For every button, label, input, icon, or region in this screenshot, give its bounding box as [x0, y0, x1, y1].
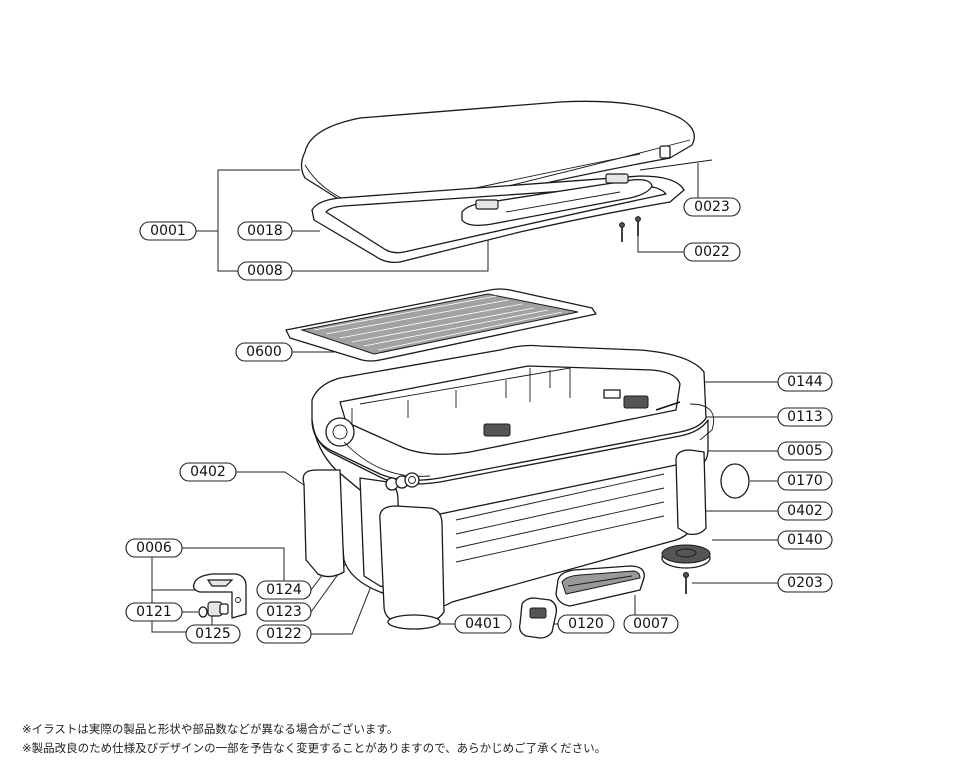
label-0123: 0123: [256, 602, 312, 622]
svg-text:0007: 0007: [633, 616, 669, 632]
label-0401: 0401: [454, 614, 512, 634]
cap-part: [720, 463, 750, 499]
drain-bracket-part: [192, 573, 247, 619]
svg-text:0008: 0008: [247, 263, 283, 279]
foot-part: [661, 544, 711, 594]
svg-text:0402: 0402: [787, 503, 823, 519]
svg-text:0023: 0023: [694, 199, 730, 215]
disclaimer-line-1: ※イラストは実際の製品と形状や部品数などが異なる場合がございます。: [22, 722, 399, 736]
cooler-body-part: [302, 344, 715, 630]
svg-text:0018: 0018: [247, 223, 283, 239]
tray-part: [285, 288, 597, 362]
label-0203: 0203: [777, 573, 833, 593]
label-0144: 0144: [777, 372, 833, 392]
label-0140: 0140: [777, 530, 833, 550]
label-0125: 0125: [185, 624, 241, 644]
label-0023: 0023: [683, 197, 741, 217]
svg-text:0144: 0144: [787, 374, 823, 390]
svg-text:0113: 0113: [787, 409, 823, 425]
svg-text:0170: 0170: [787, 473, 823, 489]
buckle-part: [518, 597, 558, 639]
label-0121: 0121: [125, 602, 183, 622]
svg-text:0001: 0001: [150, 223, 186, 239]
svg-text:0005: 0005: [787, 443, 823, 459]
label-0170: 0170: [777, 471, 833, 491]
latch-screw-part: [655, 401, 681, 411]
svg-text:0140: 0140: [787, 532, 823, 548]
belt-part: [555, 565, 645, 607]
svg-text:0022: 0022: [694, 244, 730, 260]
label-0022: 0022: [683, 242, 741, 262]
svg-text:0121: 0121: [136, 604, 172, 620]
svg-text:0401: 0401: [465, 616, 501, 632]
svg-text:0120: 0120: [568, 616, 604, 632]
svg-text:0402: 0402: [190, 464, 226, 480]
label-0120: 0120: [557, 614, 615, 634]
svg-text:0203: 0203: [787, 575, 823, 591]
svg-text:0006: 0006: [136, 540, 172, 556]
svg-text:0122: 0122: [266, 626, 302, 642]
disclaimer-notes: ※イラストは実際の製品と形状や部品数などが異なる場合がございます。 ※製品改良の…: [22, 720, 922, 758]
label-0600: 0600: [235, 342, 293, 362]
part-labels: 0001 0018 0008 0023 0022 0600 0144 0113: [125, 197, 833, 644]
lid-screws: [619, 216, 641, 242]
label-0005: 0005: [777, 441, 833, 461]
label-0402-left: 0402: [179, 462, 237, 482]
svg-text:0123: 0123: [266, 604, 302, 620]
hinge-pin-part: [639, 159, 713, 171]
label-0008: 0008: [237, 261, 293, 281]
label-0001: 0001: [139, 221, 197, 241]
label-0402-right: 0402: [777, 501, 833, 521]
svg-text:0125: 0125: [195, 626, 231, 642]
svg-text:0600: 0600: [246, 344, 282, 360]
label-0018: 0018: [237, 221, 293, 241]
disclaimer-line-2: ※製品改良のため仕様及びデザインの一部を予告なく変更することがありますので、あら…: [22, 741, 607, 755]
label-0007: 0007: [623, 614, 679, 634]
label-0122: 0122: [256, 624, 312, 644]
label-0113: 0113: [777, 407, 833, 427]
label-0006: 0006: [125, 538, 183, 558]
hinge-bar-part: [461, 173, 653, 226]
svg-text:0124: 0124: [266, 582, 302, 598]
label-0124: 0124: [256, 580, 312, 600]
